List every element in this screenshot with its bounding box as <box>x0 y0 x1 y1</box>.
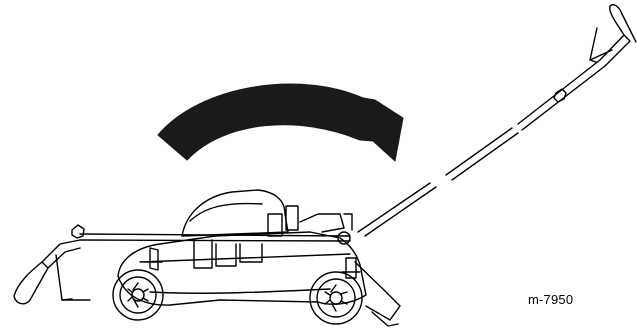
lawn-mower <box>113 190 400 326</box>
handle-lowered-position <box>14 225 350 304</box>
figure-id-label: m-7950 <box>528 292 573 307</box>
rear-wheel <box>113 270 163 320</box>
rotation-arrow <box>158 84 403 161</box>
engine-cover <box>182 190 288 236</box>
lowered-handle-knob-icon <box>72 225 84 238</box>
front-wheel <box>310 272 362 324</box>
